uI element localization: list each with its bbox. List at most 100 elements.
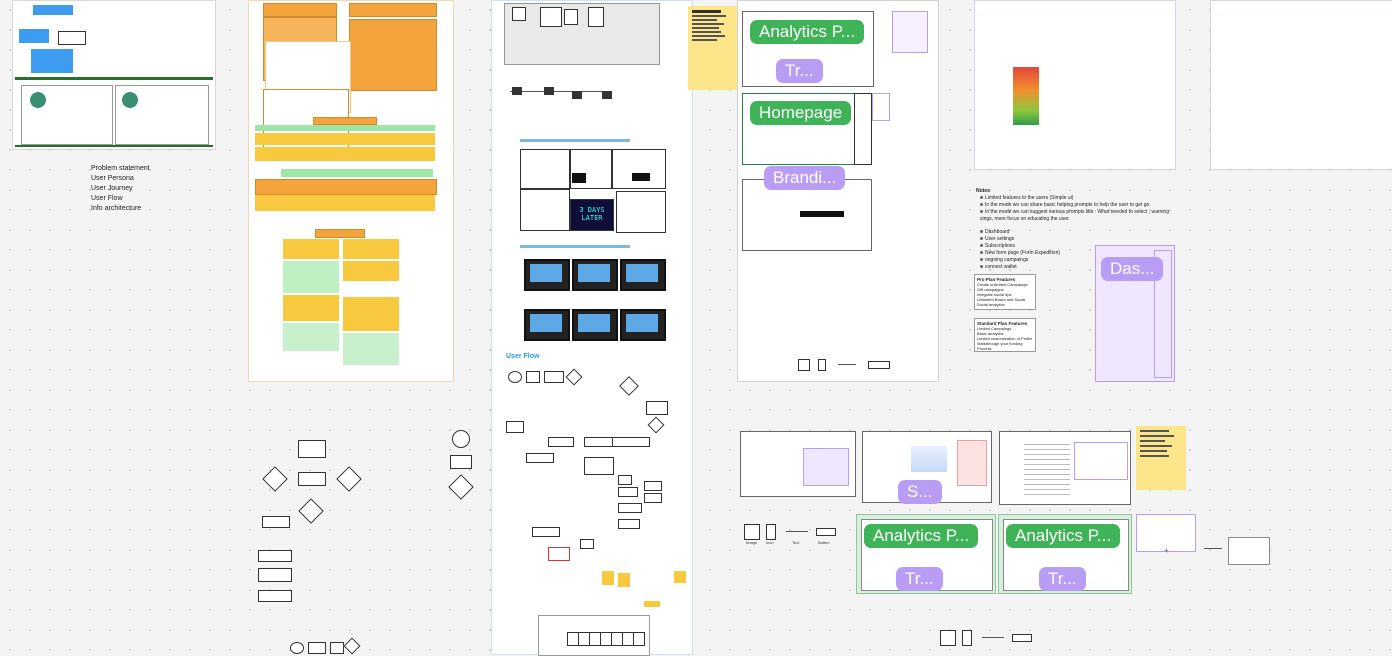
wire-line (510, 91, 610, 92)
flow-node (544, 371, 564, 383)
flow-node (508, 371, 522, 383)
connector-line (1204, 548, 1222, 549)
decision-node (565, 368, 583, 386)
empty-board[interactable] (1210, 0, 1392, 170)
story-panel (520, 149, 570, 189)
component-frame[interactable] (1136, 514, 1196, 552)
text-legend-line (838, 364, 856, 365)
section-title (315, 229, 365, 238)
flow-node (290, 642, 304, 654)
transaction-frame-label[interactable]: Tr... (896, 567, 943, 591)
list-item[interactable]: Problem statement (91, 165, 150, 172)
wire-node (588, 7, 604, 27)
decision-node (619, 376, 639, 396)
notes-bullet: Limited features to the users (Simple ui… (980, 195, 1176, 202)
component-frame[interactable] (1228, 537, 1270, 565)
analytics-frame-label[interactable]: Analytics P... (1006, 524, 1121, 548)
flow-node (618, 487, 638, 497)
decision-node (448, 474, 474, 500)
section-list: Problem statement User Persona User Jour… (91, 164, 150, 214)
standard-plan-item: Limited Campaings (977, 326, 1012, 331)
wire-node (512, 7, 526, 21)
pro-plan-item: Gift campaigns (977, 287, 1004, 292)
flow-node (584, 457, 614, 475)
wireframe-screen[interactable] (740, 431, 856, 497)
persona-card (21, 85, 113, 145)
insight-card (283, 323, 339, 351)
avatar (122, 92, 138, 108)
wire-node (602, 91, 612, 99)
table-title (313, 117, 377, 125)
research-board[interactable] (248, 0, 454, 382)
flow-node (298, 472, 326, 486)
insight-card (343, 333, 399, 365)
decision-node (262, 466, 288, 492)
journey-card (349, 19, 437, 91)
icon-legend-icon (766, 524, 776, 540)
image-legend-icon (744, 524, 760, 540)
s-frame-label[interactable]: S... (898, 480, 942, 504)
problem-board[interactable] (12, 0, 216, 150)
list-item[interactable]: User Persona (91, 175, 134, 182)
branding-frame-label[interactable]: Brandi... (764, 166, 846, 190)
flow-node (33, 5, 73, 15)
pro-plan-item: Social analytics (977, 302, 1005, 307)
pro-plan-card: Pro Plan Features Create unlimited Campa… (974, 274, 1036, 310)
text-legend-line (786, 531, 808, 532)
sticky-note (602, 571, 614, 585)
table-screen[interactable] (999, 431, 1131, 505)
transaction-frame-label[interactable]: Tr... (776, 59, 823, 83)
black-button (800, 211, 844, 217)
notes-bullet: In the mode we can suggest various promp… (980, 209, 1169, 222)
analytics-frame-label[interactable]: Analytics P... (864, 524, 979, 548)
text-legend-label: Text (792, 540, 800, 545)
story-screen (632, 173, 650, 181)
pro-plan-item: Integrate social tips (977, 292, 1012, 297)
flow-node (58, 31, 86, 45)
flow-node (450, 455, 472, 469)
story-caption-text: 3 DAYS LATER (579, 206, 605, 222)
table-row (255, 179, 437, 195)
sticky-note-board[interactable] (1136, 426, 1186, 490)
flow-node (298, 440, 326, 458)
flow-node (644, 493, 662, 503)
story-panel: 3 DAYS LATER (570, 199, 614, 231)
homepage-frame-label[interactable]: Homepage (750, 101, 852, 125)
notes-bullet: ongoing campaings (980, 257, 1176, 264)
flow-node (308, 642, 326, 654)
persona-card (115, 85, 209, 145)
flow-node (532, 527, 560, 537)
flow-node (580, 539, 594, 549)
flow-node (330, 642, 344, 654)
wire-node (564, 9, 578, 25)
wireframe-frame (538, 615, 650, 656)
image-legend-icon (798, 359, 810, 371)
analytics-frame-label[interactable]: Analytics P... (750, 20, 865, 44)
dashboard-frame-label[interactable]: Das... (1101, 257, 1164, 281)
table-row (281, 169, 433, 177)
flow-node (526, 371, 540, 383)
storyboard-board[interactable]: 3 DAYS LATER User Flow (491, 0, 693, 656)
list-item[interactable]: User Flow (91, 195, 123, 202)
side-panel (872, 93, 890, 121)
notes-board-top[interactable] (974, 0, 1176, 170)
sticky-note-text (688, 6, 738, 47)
plus-icon: + (1164, 546, 1169, 555)
monitor-frame (620, 259, 666, 291)
divider (15, 145, 213, 147)
button-legend-label: Button (818, 540, 830, 545)
transaction-frame-label[interactable]: Tr... (1039, 567, 1086, 591)
table-row (255, 125, 435, 131)
story-caption (520, 245, 630, 248)
image-legend-label: Image (746, 540, 758, 545)
notes-bullet: In the mode we can share basic helping p… (980, 202, 1176, 209)
wireframe-board[interactable] (737, 0, 939, 382)
monitor-frame (524, 259, 570, 291)
notes-bullet: New form page (Form Expedition) (980, 250, 1176, 257)
list-item[interactable]: Info architecture (91, 205, 142, 212)
button-legend-icon (816, 528, 836, 536)
list-item[interactable]: User Journey (91, 185, 133, 192)
sticky-note-board[interactable] (688, 6, 738, 90)
pro-plan-title: Pro Plan Features (977, 277, 1016, 282)
story-panel (616, 191, 666, 233)
